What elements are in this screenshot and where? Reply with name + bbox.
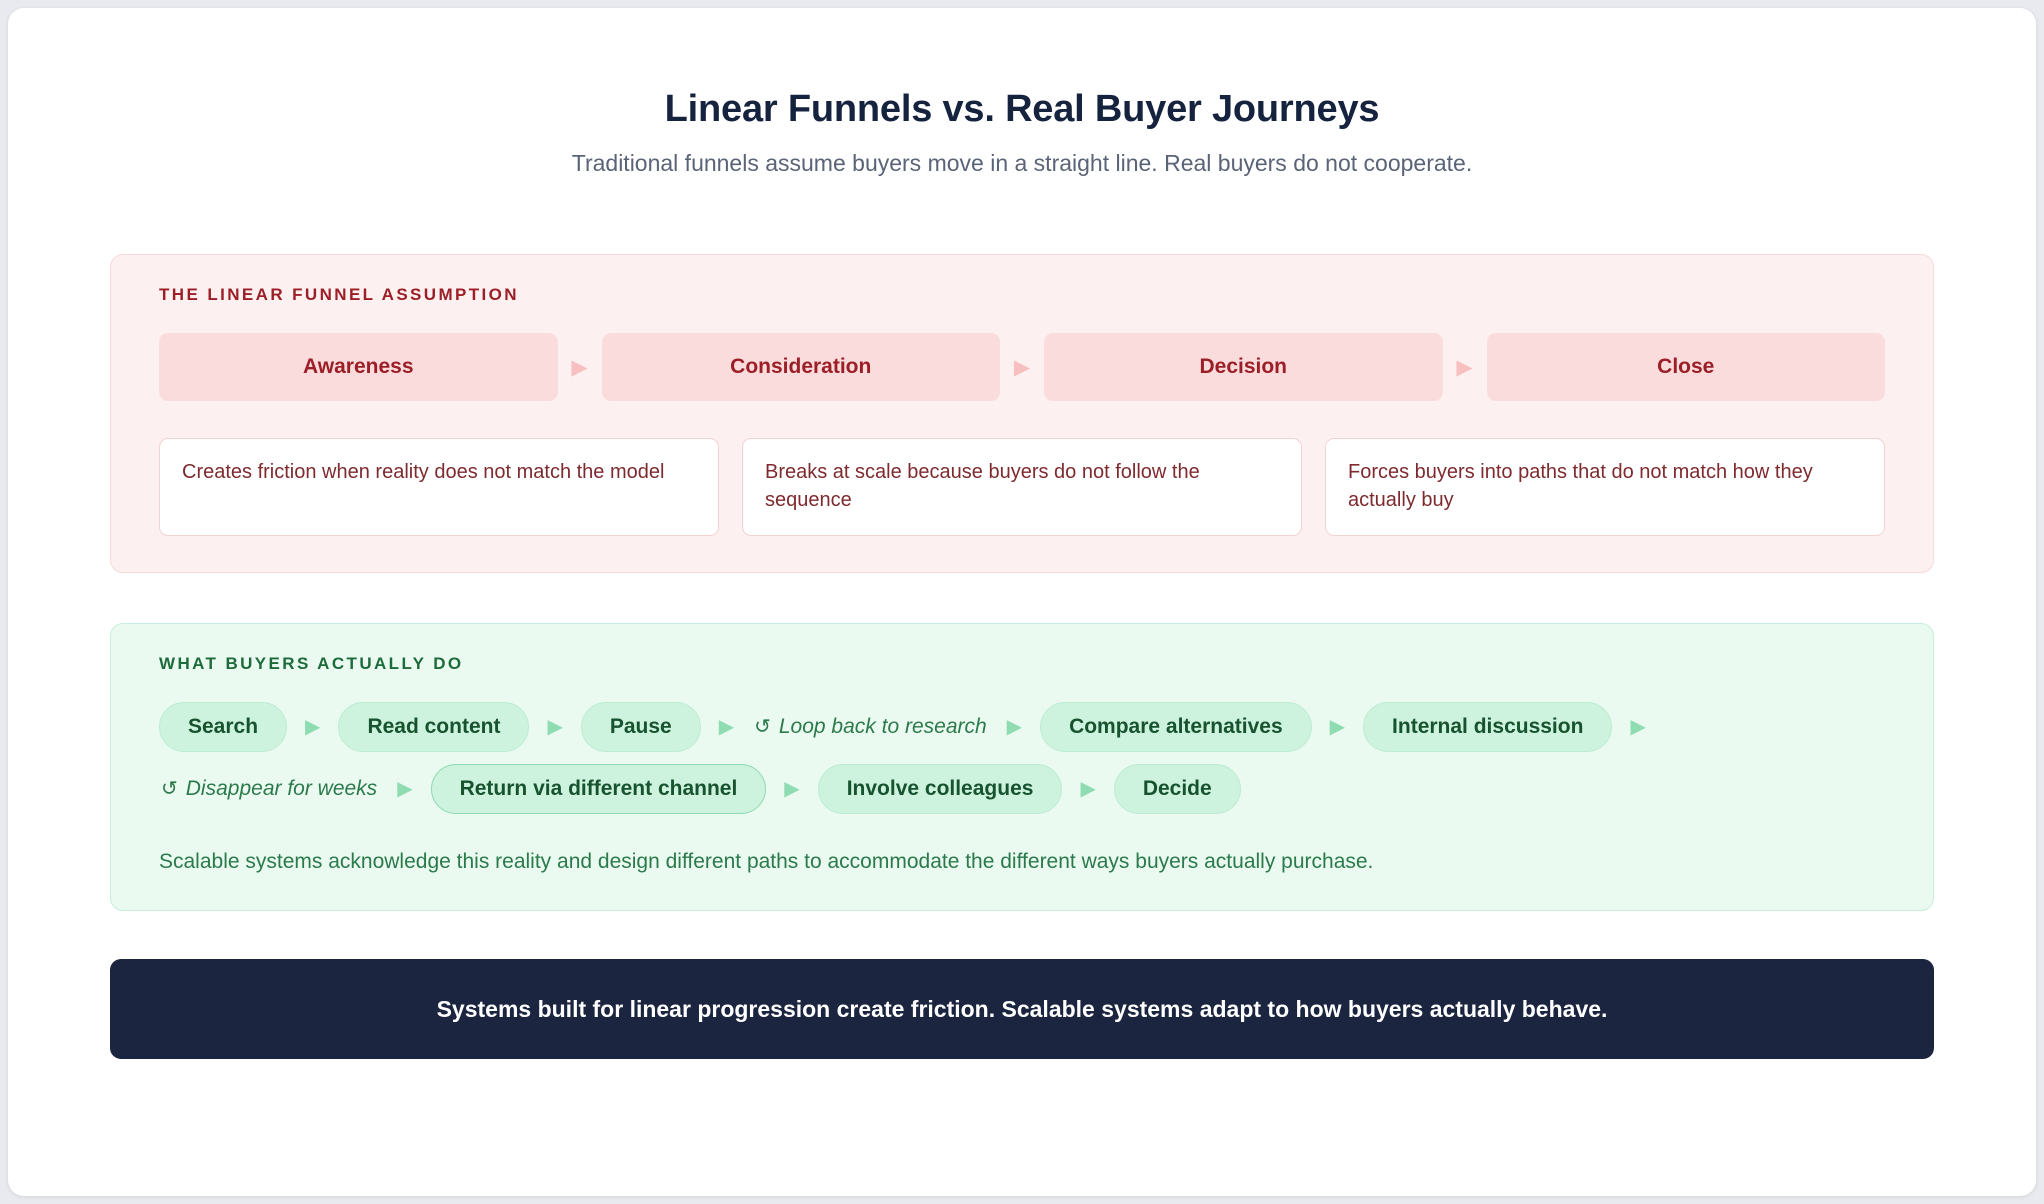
- journey-step-loop: ↺ Loop back to research: [752, 715, 989, 739]
- journey-step-pill[interactable]: Internal discussion: [1363, 702, 1613, 752]
- journey-step-pill[interactable]: Pause: [580, 702, 701, 752]
- arrow-right-icon: ▶: [1630, 716, 1646, 738]
- linear-funnel-panel-label: The Linear Funnel Assumption: [159, 285, 519, 304]
- funnel-stage-row: Awareness ▶ Consideration ▶ Decision ▶ Close: [159, 333, 1885, 401]
- journey-step-loop-label: Loop back to research: [778, 715, 987, 738]
- arrow-right-icon: ▶: [571, 355, 588, 379]
- journey-step-loop-label: Disappear for weeks: [185, 777, 378, 800]
- arrow-right-icon: ▶: [1456, 355, 1473, 379]
- funnel-note-row: Creates friction when reality does not m…: [159, 438, 1885, 536]
- arrow-right-icon: ▶: [718, 716, 735, 738]
- arrow-right-icon: ▶: [1006, 716, 1023, 738]
- journey-step-pill[interactable]: Return via different channel: [430, 764, 767, 814]
- journey-step-pill[interactable]: Compare alternatives: [1040, 702, 1312, 752]
- buyer-journey-panel-label: What Buyers Actually Do: [159, 654, 464, 673]
- arrow-right-icon: ▶: [1013, 355, 1031, 379]
- loop-back-icon: ↺: [161, 778, 178, 800]
- buyer-journey-flow: Search ▶ Read content ▶ Pause ▶ ↺ Loop back to …: [159, 702, 1719, 814]
- journey-step-pill[interactable]: Read content: [338, 702, 530, 752]
- funnel-stage[interactable]: Consideration: [601, 333, 1000, 401]
- linear-funnel-panel: The Linear Funnel Assumption Awareness ▶ C…: [110, 254, 1934, 573]
- arrow-right-icon: ▶: [784, 778, 800, 800]
- journey-step-pill[interactable]: Decide: [1113, 764, 1241, 814]
- arrow-right-icon: ▶: [397, 778, 413, 800]
- buyer-journey-panel: What Buyers Actually Do Search ▶ Read cont…: [110, 623, 1934, 911]
- funnel-stage[interactable]: Close: [1486, 333, 1885, 401]
- arrow-right-icon: ▶: [547, 716, 563, 738]
- loop-back-icon: ↺: [754, 716, 771, 738]
- page-subtitle: Traditional funnels assume buyers move i…: [571, 150, 1473, 176]
- arrow-right-icon: ▶: [305, 716, 321, 738]
- funnel-note-card: Creates friction when reality does not m…: [159, 438, 719, 536]
- journey-step-loop: ↺ Disappear for weeks: [159, 777, 379, 801]
- funnel-stage[interactable]: Decision: [1044, 333, 1443, 401]
- buyer-journey-note: Scalable systems acknowledge this realit…: [159, 850, 1374, 873]
- page-header: Linear Funnels vs. Real Buyer Journeys T…: [8, 8, 2036, 178]
- arrow-right-icon: ▶: [1080, 778, 1096, 800]
- funnel-stage[interactable]: Awareness: [159, 333, 558, 401]
- summary-banner: Systems built for linear progression cre…: [110, 959, 1934, 1059]
- funnel-note-card: Forces buyers into paths that do not mat…: [1325, 438, 1885, 536]
- page-card: Linear Funnels vs. Real Buyer Journeys T…: [8, 8, 2036, 1196]
- page-title: Linear Funnels vs. Real Buyer Journeys: [664, 88, 1380, 130]
- funnel-note-card: Breaks at scale because buyers do not fo…: [742, 438, 1302, 536]
- summary-banner-text: Systems built for linear progression cre…: [436, 996, 1608, 1022]
- journey-step-pill[interactable]: Involve colleagues: [817, 764, 1063, 814]
- journey-step-pill[interactable]: Search: [159, 702, 288, 752]
- arrow-right-icon: ▶: [1329, 716, 1346, 738]
